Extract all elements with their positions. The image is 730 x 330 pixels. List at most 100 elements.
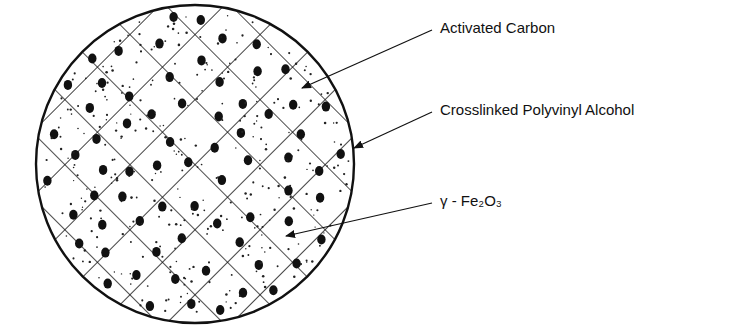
carbon-particle <box>185 16 186 17</box>
carbon-particle <box>183 235 185 237</box>
carbon-particle <box>261 234 262 235</box>
carbon-particle <box>173 150 175 152</box>
carbon-particle <box>196 311 198 313</box>
carbon-particle <box>227 71 229 73</box>
carbon-particle <box>155 173 156 174</box>
carbon-particle <box>311 260 313 262</box>
carbon-particle <box>305 193 307 195</box>
carbon-particle <box>278 197 279 198</box>
carbon-particle <box>133 78 135 80</box>
carbon-particle <box>314 226 315 227</box>
part-label: γ - Fe₂O₃ <box>438 192 504 210</box>
carbon-particle <box>82 260 84 262</box>
carbon-particle <box>73 180 74 181</box>
carbon-particle <box>141 223 142 224</box>
iron-oxide-particle <box>132 270 140 280</box>
carbon-particle <box>234 58 236 60</box>
carbon-particle <box>202 199 204 201</box>
carbon-particle <box>319 245 321 247</box>
carbon-particle <box>244 102 246 104</box>
carbon-particle <box>261 247 263 249</box>
carbon-particle <box>130 283 132 285</box>
carbon-particle <box>45 159 47 161</box>
carbon-particle <box>242 255 245 258</box>
carbon-particle <box>263 281 265 283</box>
carbon-particle <box>154 111 156 113</box>
carbon-particle <box>160 171 162 173</box>
carbon-particle <box>336 122 338 124</box>
carbon-particle <box>260 127 262 129</box>
carbon-particle <box>173 22 176 25</box>
iron-oxide-particle <box>50 129 58 139</box>
carbon-particle <box>139 99 141 101</box>
carbon-particle <box>121 201 123 203</box>
particle-dots <box>43 12 349 315</box>
carbon-particle <box>244 192 246 194</box>
carbon-particle <box>239 295 241 297</box>
carbon-particle <box>98 277 100 279</box>
iron-oxide-particle <box>190 201 198 211</box>
carbon-particle <box>284 176 287 179</box>
carbon-particle <box>229 63 231 65</box>
carbon-particle <box>312 169 314 171</box>
carbon-particle <box>260 214 262 216</box>
carbon-particle <box>267 47 269 49</box>
carbon-particle <box>121 92 123 94</box>
iron-oxide-particle <box>101 248 109 258</box>
carbon-particle <box>111 182 112 183</box>
carbon-particle <box>253 76 255 78</box>
carbon-particle <box>252 181 254 183</box>
carbon-particle <box>180 296 182 298</box>
iron-oxide-particle <box>147 109 155 119</box>
carbon-particle <box>256 270 258 272</box>
carbon-particle <box>226 301 227 302</box>
carbon-particle <box>178 44 181 47</box>
carbon-particle <box>73 152 75 154</box>
part-label: Crosslinked Polyvinyl Alcohol <box>438 101 636 119</box>
iron-oxide-particle <box>92 134 100 144</box>
polymer-network <box>36 5 354 323</box>
iron-oxide-particle <box>253 66 261 76</box>
carbon-particle <box>77 174 79 176</box>
carbon-particle <box>254 73 256 75</box>
carbon-particle <box>130 241 132 243</box>
iron-oxide-particle <box>71 150 79 160</box>
iron-oxide-particle <box>155 39 163 49</box>
carbon-particle <box>230 201 232 203</box>
iron-oxide-particle <box>178 233 186 243</box>
carbon-particle <box>174 98 176 100</box>
carbon-particle <box>99 209 101 211</box>
carbon-particle <box>129 273 131 275</box>
carbon-particle <box>326 165 328 167</box>
part-label: Activated Carbon <box>438 19 557 37</box>
carbon-particle <box>129 86 131 88</box>
carbon-particle <box>298 243 300 245</box>
carbon-particle <box>138 33 140 35</box>
carbon-particle <box>241 131 243 133</box>
iron-oxide-particle <box>153 160 161 170</box>
carbon-particle <box>150 84 152 86</box>
carbon-particle <box>262 226 264 228</box>
carbon-particle <box>221 119 223 121</box>
carbon-particle <box>197 166 199 168</box>
carbon-particle <box>321 93 323 95</box>
carbon-particle <box>197 214 199 216</box>
carbon-particle <box>289 77 292 80</box>
carbon-particle <box>145 127 147 129</box>
iron-oxide-particle <box>337 149 345 159</box>
carbon-particle <box>121 273 122 274</box>
carbon-particle <box>192 213 194 215</box>
carbon-particle <box>255 86 257 88</box>
carbon-particle <box>270 53 272 55</box>
iron-oxide-particle <box>237 128 245 138</box>
carbon-particle <box>253 79 255 81</box>
carbon-particle <box>264 286 267 289</box>
carbon-particle <box>183 284 185 286</box>
carbon-particle <box>116 122 117 123</box>
carbon-particle <box>169 271 171 273</box>
carbon-particle <box>60 148 62 150</box>
carbon-particle <box>252 83 254 85</box>
carbon-particle <box>81 198 82 199</box>
iron-oxide-particle <box>202 266 210 276</box>
carbon-particle <box>306 169 307 170</box>
